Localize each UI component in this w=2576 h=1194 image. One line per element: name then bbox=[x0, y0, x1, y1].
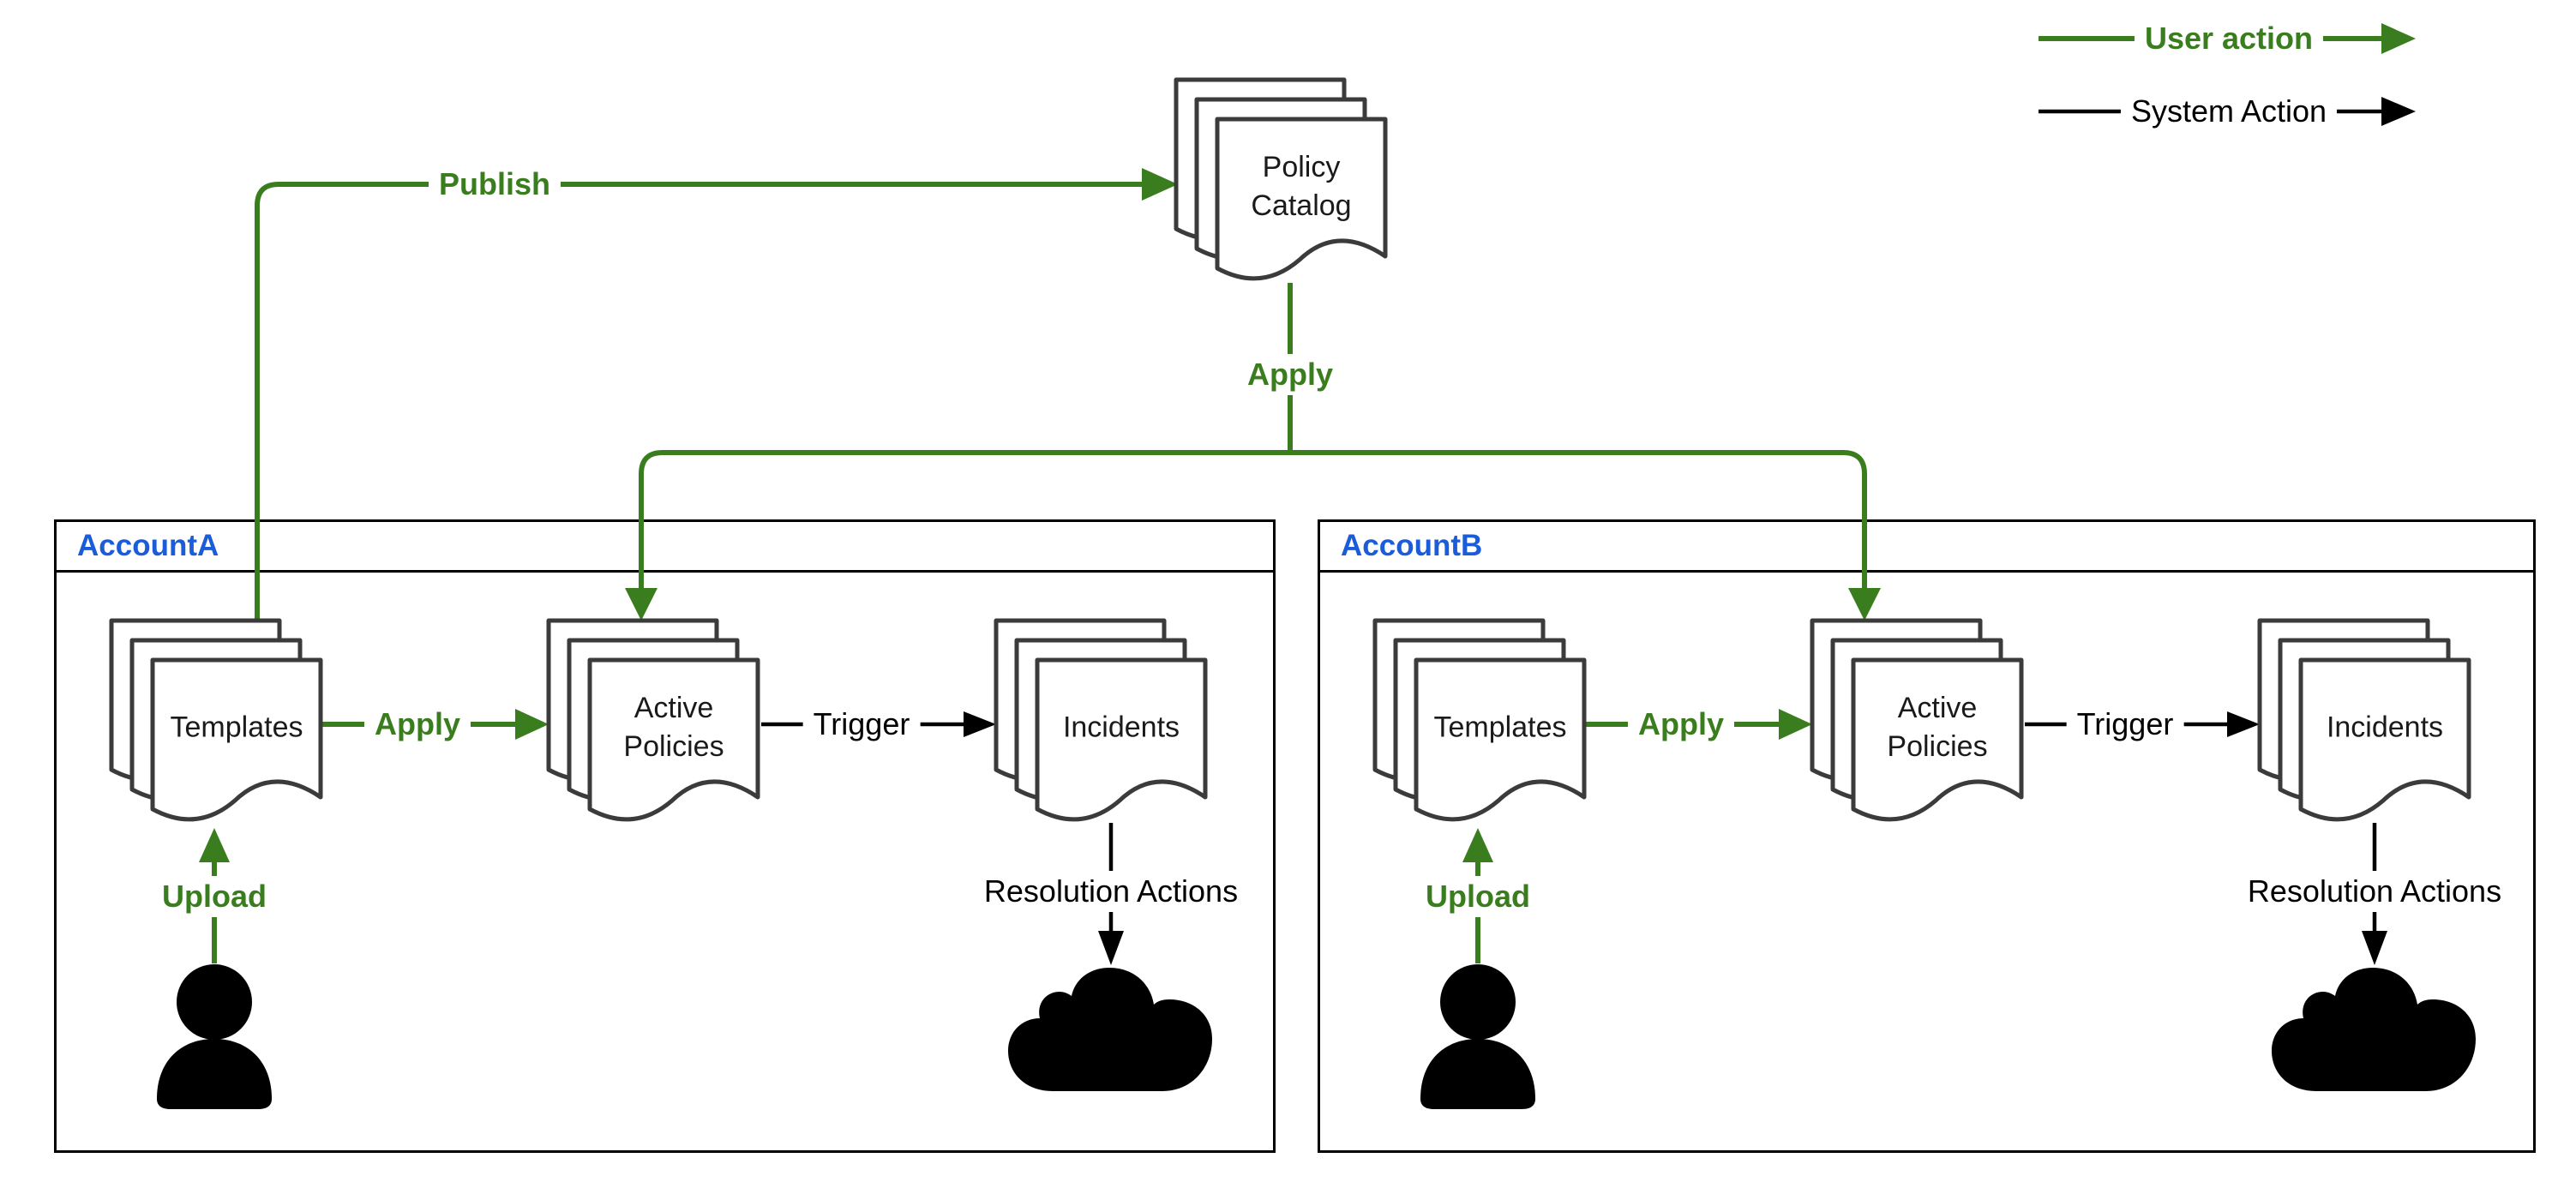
account-b-incidents-stack: Incidents bbox=[2257, 618, 2473, 831]
legend-system-action-label: System Action bbox=[2120, 91, 2338, 132]
person-icon bbox=[1420, 964, 1535, 1109]
account-a-label: AccountA bbox=[77, 529, 219, 562]
account-b-box: AccountB bbox=[1318, 519, 2536, 1153]
person-icon bbox=[157, 964, 272, 1109]
account-b-label: AccountB bbox=[1341, 529, 1483, 562]
account-a-box: AccountA bbox=[54, 519, 1276, 1153]
account-b-active-policies-stack: Active Policies bbox=[1810, 618, 2026, 831]
account-a-incidents-stack: Incidents bbox=[994, 618, 1210, 831]
apply-a-connector-label: Apply bbox=[363, 704, 471, 745]
account-a-header: AccountA bbox=[57, 522, 1273, 573]
cloud-icon bbox=[1008, 968, 1212, 1091]
trigger-b-connector-label: Trigger bbox=[2066, 704, 2184, 745]
account-a-resolution-target bbox=[1000, 962, 1221, 1103]
account-b-header: AccountB bbox=[1320, 522, 2533, 573]
active-policies-label: Active Policies bbox=[1887, 692, 1988, 763]
active-policies-label: Active Policies bbox=[623, 692, 724, 763]
policy-catalog-label: Policy Catalog bbox=[1251, 151, 1352, 222]
resolution-a-connector-label: Resolution Actions bbox=[973, 871, 1249, 912]
account-a-user bbox=[150, 962, 279, 1120]
upload-a-connector-label: Upload bbox=[152, 876, 277, 917]
account-b-resolution-target bbox=[2263, 962, 2484, 1103]
account-a-active-policies-stack: Active Policies bbox=[546, 618, 762, 831]
legend-user-action-label: User action bbox=[2134, 18, 2324, 59]
account-a-templates-stack: Templates bbox=[109, 618, 325, 831]
incidents-label: Incidents bbox=[1062, 711, 1180, 744]
resolution-b-connector-label: Resolution Actions bbox=[2237, 871, 2513, 912]
templates-label: Templates bbox=[170, 711, 303, 744]
publish-connector bbox=[255, 168, 1178, 621]
cloud-icon bbox=[2272, 968, 2476, 1091]
templates-label: Templates bbox=[1433, 711, 1567, 744]
upload-b-connector-label: Upload bbox=[1415, 876, 1540, 917]
policy-catalog-stack: Policy Catalog bbox=[1174, 77, 1390, 291]
apply-catalog-connector bbox=[625, 283, 1881, 621]
apply-b-connector-label: Apply bbox=[1627, 704, 1735, 745]
account-b-user bbox=[1414, 962, 1542, 1120]
account-b-templates-stack: Templates bbox=[1372, 618, 1588, 831]
publish-connector-label: Publish bbox=[428, 164, 561, 205]
trigger-a-connector-label: Trigger bbox=[802, 704, 921, 745]
incidents-label: Incidents bbox=[2326, 711, 2444, 744]
apply-catalog-connector-label: Apply bbox=[1236, 354, 1344, 395]
